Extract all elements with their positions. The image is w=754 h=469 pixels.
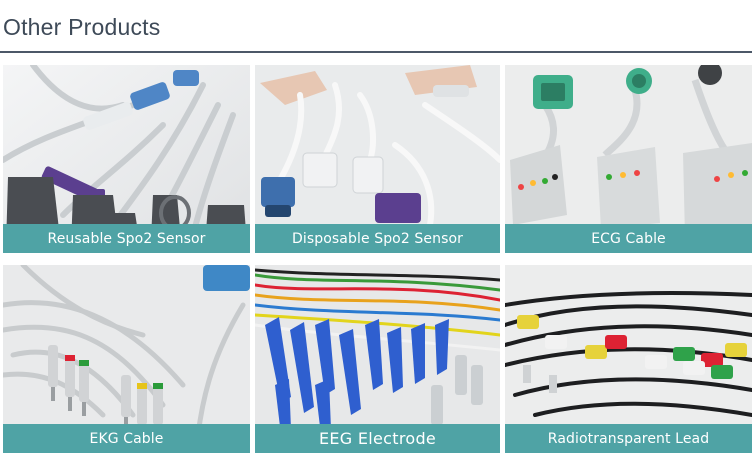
product-card-radiotransparent-lead[interactable]: Radiotransparent Lead [505,265,752,453]
product-card-disposable-spo2-sensor[interactable]: Disposable Spo2 Sensor [255,65,500,253]
title-divider [0,51,752,53]
product-caption: Radiotransparent Lead [505,424,752,453]
product-card-reusable-spo2-sensor[interactable]: Reusable Spo2 Sensor [3,65,250,253]
product-card-ecg-cable[interactable]: ECG Cable [505,65,752,253]
product-caption: ECG Cable [505,224,752,253]
section-title: Other Products [3,14,161,40]
eeg-electrode-image [255,265,500,453]
product-caption: EKG Cable [3,424,250,453]
product-caption: Disposable Spo2 Sensor [255,224,500,253]
ecg-cable-image [505,65,752,253]
disposable-spo2-sensor-image [255,65,500,253]
product-caption: EEG Electrode [255,424,500,453]
product-card-ekg-cable[interactable]: EKG Cable [3,265,250,453]
product-card-eeg-electrode[interactable]: EEG Electrode [255,265,500,453]
ekg-cable-image [3,265,250,453]
reusable-spo2-sensor-image [3,65,250,253]
radiotransparent-lead-image [505,265,752,453]
product-caption: Reusable Spo2 Sensor [3,224,250,253]
